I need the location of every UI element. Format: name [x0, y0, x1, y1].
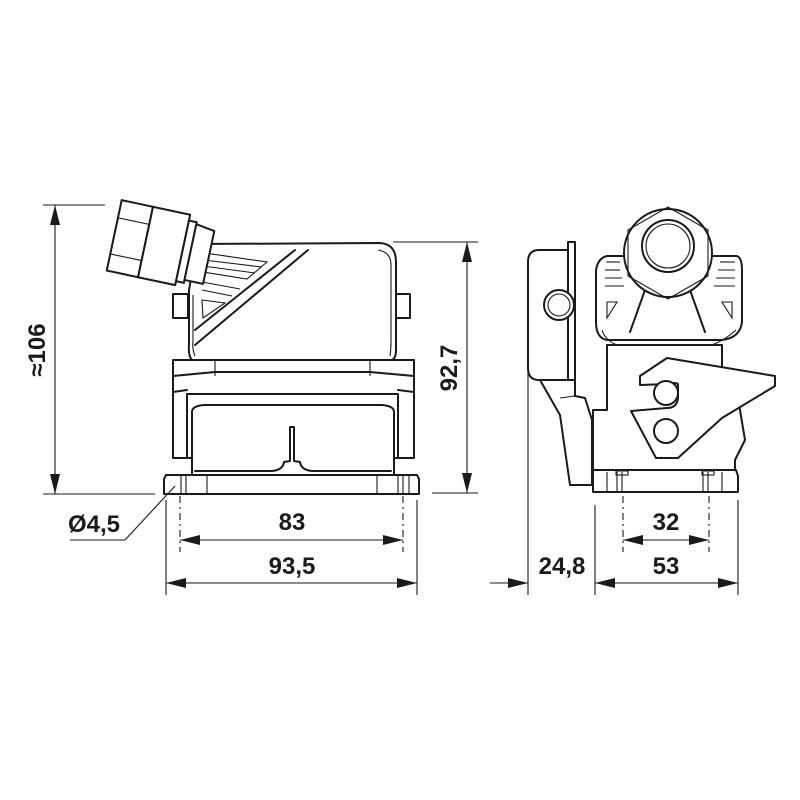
hole-spacing-side-label: 32	[653, 509, 680, 536]
dimension-housing-height: 92,7	[393, 241, 478, 494]
dimension-overall-height: ≈106	[24, 204, 155, 495]
side-cable-gland-nut	[623, 206, 713, 300]
dimension-side-widths: 32 24,8 53	[490, 370, 739, 595]
base-width-side-label: 53	[653, 553, 680, 580]
side-housing-ribs	[605, 261, 735, 320]
front-right-locking-pin	[395, 293, 411, 319]
front-center-divider	[194, 426, 392, 472]
front-left-locking-pin	[172, 293, 189, 319]
side-base	[592, 469, 739, 493]
front-view	[105, 199, 420, 495]
front-base-flange	[163, 474, 420, 495]
hole-spacing-front-label: 83	[279, 509, 306, 536]
front-hood	[187, 242, 397, 361]
dimension-front-widths: 83 93,5	[165, 496, 418, 595]
hole-diameter-label: Ø4,5	[68, 511, 120, 538]
housing-height-label: 92,7	[436, 345, 463, 392]
side-view	[527, 206, 776, 493]
front-gland-ribs	[194, 249, 309, 346]
base-width-front-label: 93,5	[269, 553, 316, 580]
overall-height-label: ≈106	[24, 323, 51, 376]
dimension-hole-diameter: Ø4,5	[68, 485, 176, 541]
offset-side-label: 24,8	[539, 553, 586, 580]
front-cable-gland	[105, 199, 216, 287]
